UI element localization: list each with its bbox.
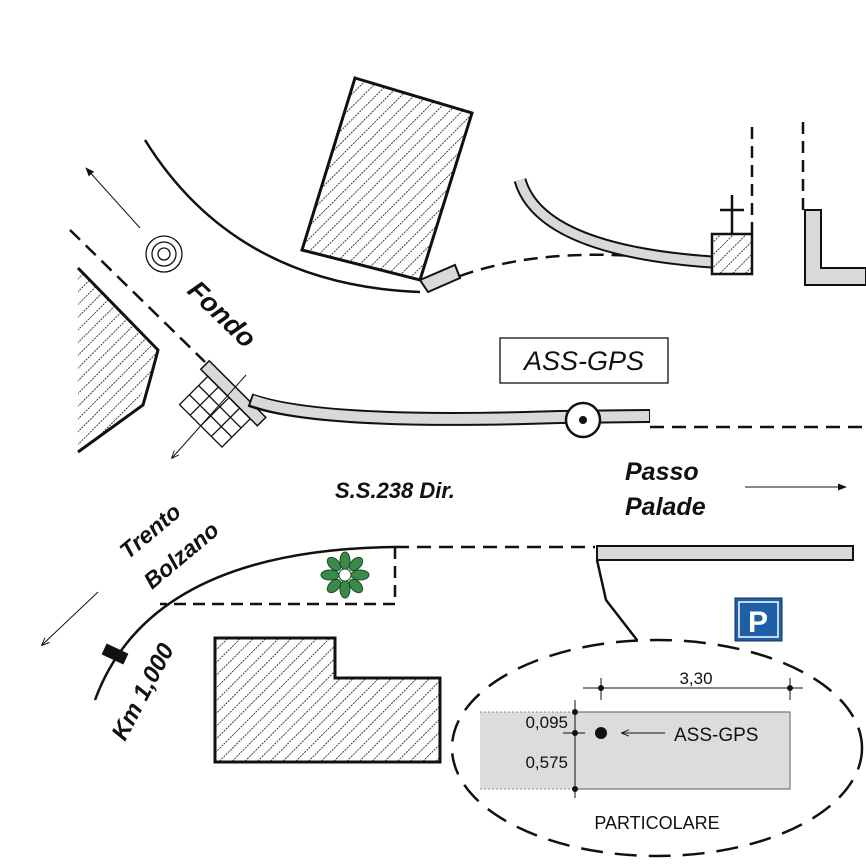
wall-east [804,209,866,286]
wall-south [596,545,854,561]
detail-point-label: ASS-GPS [674,725,758,746]
parking-icon: P [734,597,783,642]
detail-ellipse [450,638,864,858]
detail-title: PARTICOLARE [594,813,719,833]
gps-point-icon [595,727,607,739]
detail-offset-bottom: 0,575 [525,753,568,772]
arrow-fondo [85,167,141,229]
label-road-name: S.S.238 Dir. [335,478,455,503]
label-fondo: Fondo [182,275,262,354]
bush-icon [320,551,370,599]
label-passo: Passo [625,458,699,486]
label-palade: Palade [625,493,706,521]
building-south [213,636,442,764]
detail-offset-top: 0,095 [525,713,568,732]
detail-width: 3,30 [679,669,712,688]
building-west [78,268,158,452]
landmark-circles-icon [145,235,183,273]
chapel [710,232,754,276]
km-marker [101,643,129,665]
road-edge-south [93,545,396,701]
detail-slab [480,712,790,789]
arrow-trento-bolzano [42,591,99,645]
svg-text:P: P [748,606,768,639]
marker-label-box [499,337,669,384]
cross-icon [720,195,744,234]
marker-label: ASS-GPS [522,346,644,376]
gps-marker-icon [564,401,602,439]
building-north [300,76,474,282]
road-edge-north [143,139,421,294]
